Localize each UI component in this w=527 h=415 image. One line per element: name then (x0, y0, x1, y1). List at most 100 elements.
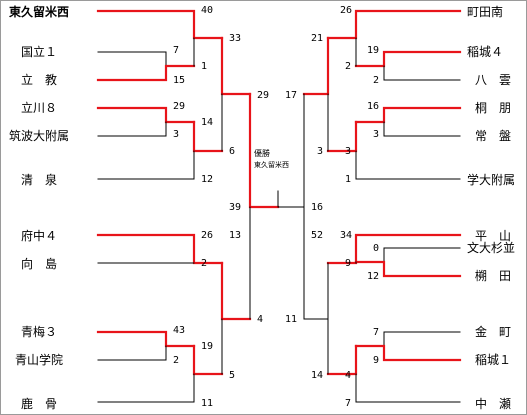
team-right-kanamachi: 金 町 (475, 325, 512, 339)
line-right-toho (354, 106, 462, 124)
team-left-tsukuba-fuzoku: 筑波大附属 (9, 129, 70, 143)
line-right-gakudai (355, 150, 461, 180)
score-left-r2-kunitachi-rikkyo: 1 (201, 61, 208, 72)
score-right-r1-kunugida: 12 (367, 271, 380, 282)
score-right-r4-lower: 11 (285, 314, 298, 325)
score-left-r4-upper: 29 (257, 90, 270, 101)
score-left-r3-top: 33 (229, 33, 242, 44)
score-left-r2-fuchu: 26 (201, 230, 214, 241)
champion-team: 東久留米西 (254, 161, 289, 169)
score-left-r1-rikkyo: 15 (173, 75, 186, 86)
team-left-fuchu-4: 府中４ (21, 229, 58, 243)
team-right-yakumo: 八 雲 (475, 73, 512, 87)
score-right-r2-inagi4-yakumo: 2 (345, 61, 352, 72)
score-right-r3-second: 3 (317, 146, 324, 157)
line-left-seisen (97, 150, 195, 180)
team-right-inagi-4: 稲城４ (467, 45, 504, 59)
line-left-kunitachi (97, 51, 167, 67)
score-right-r2-kanamachi-inagi1: 4 (345, 370, 352, 381)
score-left-r1-ome: 43 (173, 325, 186, 336)
score-left-r3-third: 13 (229, 230, 242, 241)
score-right-r4-upper: 17 (285, 90, 298, 101)
line-right-r3-third (303, 262, 329, 320)
team-left-shishibone: 鹿 骨 (21, 397, 58, 411)
line-left-ome (96, 330, 196, 348)
line-right-bundai (383, 247, 461, 263)
score-right-r2-nakase: 7 (345, 398, 352, 409)
line-right-kunugida (354, 260, 462, 278)
score-right-r3-bottom: 14 (311, 370, 324, 381)
score-right-r1-inagi1: 9 (373, 355, 380, 366)
score-left-r1-tsukuba: 3 (173, 129, 180, 140)
team-right-machida-minami: 町田南 (467, 5, 504, 19)
line-left-r3-third (220, 261, 252, 321)
score-left-r2-ome-aoyama: 19 (201, 341, 214, 352)
score-left-r3-bottom: 5 (229, 370, 236, 381)
line-right-machida (326, 9, 462, 40)
score-right-r1-tokiwa: 3 (373, 129, 380, 140)
score-right-r1-toho: 16 (367, 101, 380, 112)
team-left-rikkyo: 立 教 (21, 73, 58, 87)
score-left-r4-lower: 4 (257, 314, 264, 325)
score-right-r3-third: 52 (311, 230, 324, 241)
champion-label: 優勝 (254, 149, 270, 158)
score-right-final: 16 (311, 202, 324, 213)
score-left-r2-mukojima: 2 (201, 258, 208, 269)
line-left-fuchu (96, 233, 224, 265)
score-right-r1-inagi4: 19 (367, 45, 380, 56)
line-left-rikkyo (96, 64, 196, 82)
line-right-inagi1 (354, 344, 462, 362)
line-left-shishibone (97, 373, 195, 403)
score-right-r1-kanamachi: 7 (373, 327, 380, 338)
line-left-aoyama (97, 345, 167, 361)
team-right-toho: 桐 朋 (475, 101, 512, 115)
line-right-hirayama (326, 233, 462, 265)
team-left-aoyama-gakuin: 青山学院 (15, 353, 64, 367)
score-right-r2-machida: 26 (340, 5, 353, 16)
score-left-final: 39 (229, 202, 242, 213)
team-right-gakudai-fuzoku: 学大附属 (467, 173, 516, 187)
line-left-tachikawa (96, 106, 196, 124)
score-right-r2-toho-tokiwa: 3 (345, 146, 352, 157)
team-right-hirayama: 平 山 (475, 229, 512, 243)
line-left-higashikurume (96, 9, 224, 40)
score-right-r1-bundai: 0 (373, 243, 380, 254)
team-right-kunugida: 㮶 田 (475, 269, 512, 283)
score-left-r1-kunitachi: 7 (173, 45, 180, 56)
score-left-r1-aoyama: 2 (173, 355, 180, 366)
line-right-tokiwa (383, 121, 461, 137)
score-right-r2-hirayama: 34 (340, 230, 353, 241)
line-right-inagi4 (354, 50, 462, 68)
score-right-r2-bundai-kunugida: 9 (345, 258, 352, 269)
team-right-tokiwa: 常 盤 (475, 129, 512, 143)
line-right-r4-upper (277, 93, 305, 208)
team-left-tachikawa-8: 立川８ (21, 101, 58, 115)
score-right-r1-yakumo: 2 (373, 75, 380, 86)
line-right-inagi1-r2 (326, 344, 358, 376)
line-left-tsukuba (97, 121, 167, 137)
score-left-r2-seisen: 12 (201, 174, 214, 185)
team-right-inagi-1: 稲城１ (475, 353, 512, 367)
score-left-r2-shishibone: 11 (201, 398, 214, 409)
line-right-kanamachi (383, 331, 461, 347)
line-right-r3-top (302, 36, 330, 96)
line-right-yakumo (383, 65, 461, 81)
score-left-r2-higashikurume: 40 (201, 5, 214, 16)
team-right-nakase: 中 瀬 (475, 397, 512, 411)
team-left-ome-3: 青梅３ (21, 325, 58, 339)
team-right-bundai-suginami: 文大杉並 (467, 241, 516, 255)
score-right-r3-top: 21 (311, 33, 324, 44)
line-right-toho-r2 (326, 120, 358, 153)
line-left-r3-top (220, 36, 252, 96)
score-left-r1-tachikawa: 29 (173, 101, 186, 112)
team-left-mukojima: 向 島 (21, 257, 58, 271)
team-left-higashikurume-nishi: 東久留米西 (9, 5, 70, 19)
score-left-r3-second: 6 (229, 146, 236, 157)
score-left-r2-tachikawa-tsukuba: 14 (201, 117, 214, 128)
team-left-kunitachi-1: 国立１ (21, 45, 58, 59)
score-right-r2-gakudai: 1 (345, 174, 352, 185)
line-right-nakase (355, 373, 461, 403)
team-left-seisen: 清 泉 (21, 173, 58, 187)
